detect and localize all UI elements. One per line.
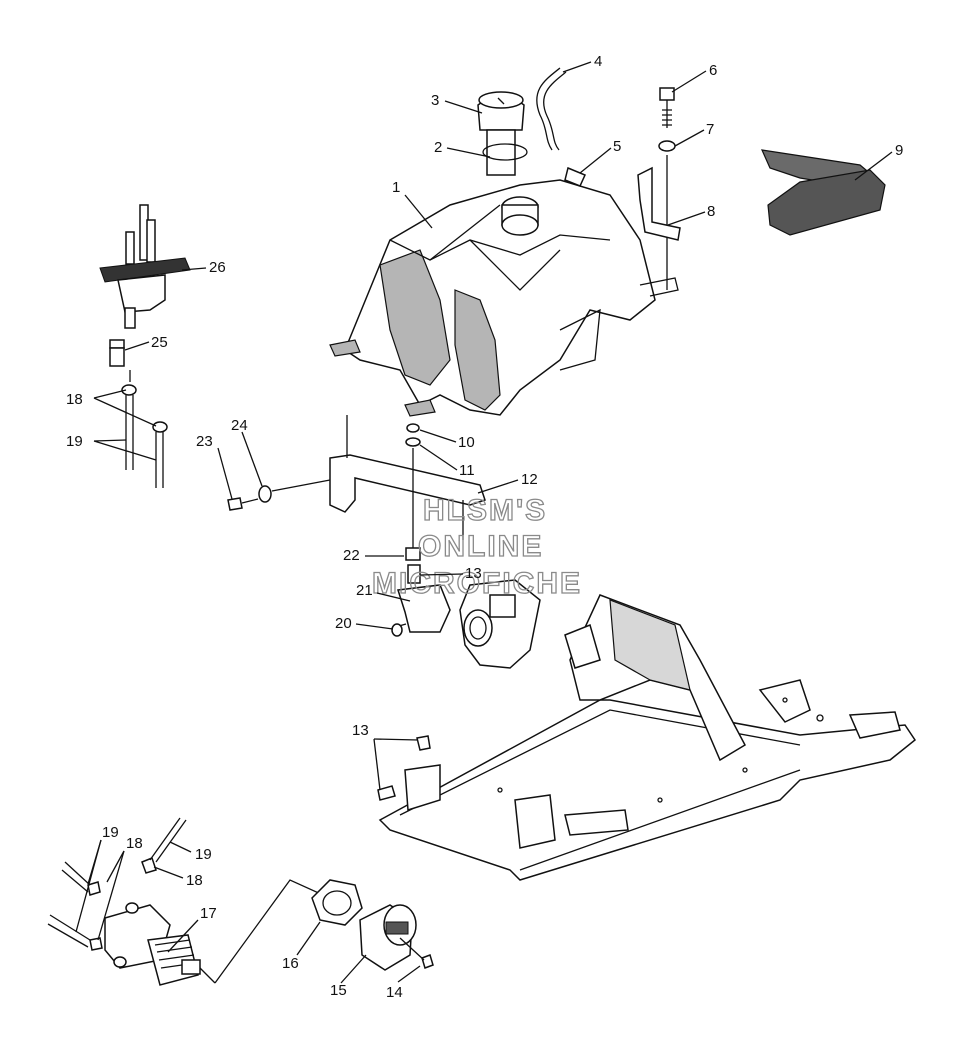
watermark: HLSM'S ONLINE MICROFICHE [371,493,582,600]
callout-17: 17 [200,905,217,922]
callout-21: 21 [356,582,373,599]
callout-13-frame: 13 [352,722,369,739]
chassis-frame [377,594,917,881]
watermark-line-2: ONLINE [418,530,543,563]
callout-23: 23 [196,433,213,450]
hose-clamps-left [121,370,168,488]
callout-6: 6 [709,62,717,79]
fuel-pump [47,817,346,986]
callout-15: 15 [330,982,347,999]
fuel-tank [329,179,679,417]
callout-1: 1 [392,179,400,196]
callout-20: 20 [335,615,352,632]
callout-18-left: 18 [66,391,83,408]
callout-5: 5 [613,138,621,155]
fuel-cap [477,91,528,176]
callout-16: 16 [282,955,299,972]
mount-bolt [637,87,681,290]
watermark-line-3: MICROFICHE [372,567,582,600]
fuel-valve-assembly [99,204,191,367]
callout-18-pump-a: 18 [126,835,143,852]
callout-8: 8 [707,203,715,220]
callout-19-pump-a: 19 [102,824,119,841]
carburetor [391,547,541,669]
vent-hose [536,67,587,187]
callout-14: 14 [386,984,403,1001]
vent-cap-assembly [311,879,434,971]
callout-9: 9 [895,142,903,159]
callout-7: 7 [706,121,714,138]
callout-18-pump-b: 18 [186,872,203,889]
callout-22: 22 [343,547,360,564]
callout-12: 12 [521,471,538,488]
callout-19-left: 19 [66,433,83,450]
watermark-line-1: HLSM'S [423,494,547,527]
callout-labels: 1 2 3 4 5 6 7 8 9 10 11 12 13 13 14 15 1… [66,53,903,1001]
callout-4: 4 [594,53,602,70]
callout-26: 26 [209,259,226,276]
callout-19-pump-b: 19 [195,846,212,863]
foam-pad [761,149,886,236]
callout-10: 10 [458,434,475,451]
callout-2: 2 [434,139,442,156]
callout-11: 11 [459,462,475,479]
carb-bracket [227,415,486,548]
callout-24: 24 [231,417,248,434]
callout-13-carb: 13 [465,565,482,582]
callout-3: 3 [431,92,439,109]
callout-25: 25 [151,334,168,351]
leader-lines [75,61,893,984]
